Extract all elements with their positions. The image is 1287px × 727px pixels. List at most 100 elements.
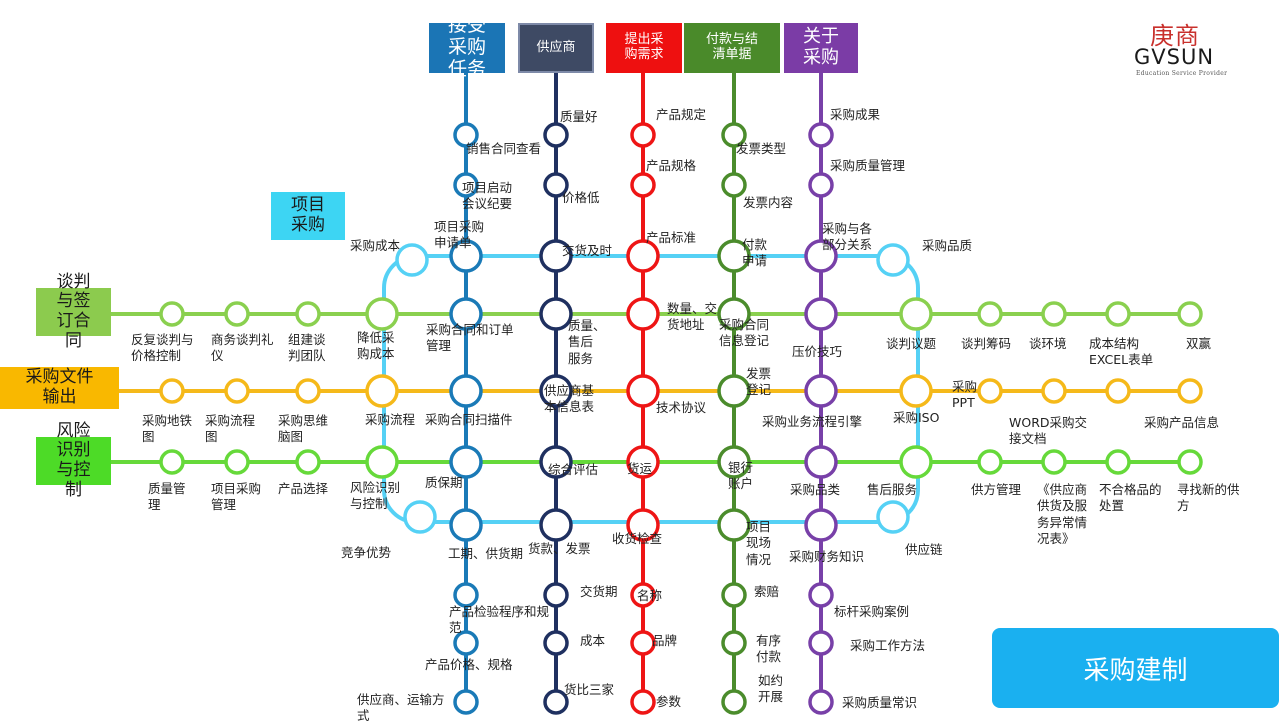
station-label[interactable]: 组建谈 判团队 <box>288 332 326 364</box>
station-node[interactable] <box>899 445 933 479</box>
station-node[interactable] <box>543 122 569 148</box>
station-node[interactable] <box>453 582 479 608</box>
station-node[interactable] <box>717 374 751 408</box>
station-label[interactable]: 产品选择 <box>278 481 329 496</box>
station-node[interactable] <box>1041 301 1067 327</box>
station-label[interactable]: 质保期 <box>425 475 463 490</box>
station-label[interactable]: 采购品类 <box>790 482 841 497</box>
station-label[interactable]: 采购合同 信息登记 <box>719 317 770 349</box>
side-box-project-purchasing[interactable]: 项目 采购 <box>271 192 345 240</box>
station-node[interactable] <box>721 582 747 608</box>
station-node[interactable] <box>804 445 838 479</box>
station-node[interactable] <box>539 374 573 408</box>
station-node[interactable] <box>453 122 479 148</box>
station-label[interactable]: 交货及时 <box>562 243 613 258</box>
station-label[interactable]: 采购与各 部分关系 <box>822 221 873 253</box>
station-label[interactable]: 采购成果 <box>830 107 881 122</box>
station-node[interactable] <box>1177 449 1203 475</box>
station-label[interactable]: 项目采购 管理 <box>211 481 262 513</box>
header-box-about-purchasing[interactable]: 关于 采购 <box>784 23 858 73</box>
station-label[interactable]: 《供应商 供货及服 务异常情 况表》 <box>1037 482 1088 546</box>
station-node[interactable] <box>1105 449 1131 475</box>
station-node[interactable] <box>449 508 483 542</box>
station-node[interactable] <box>365 297 399 331</box>
station-label[interactable]: 货运 <box>627 461 653 476</box>
station-label[interactable]: 发票类型 <box>736 141 787 156</box>
station-label[interactable]: 数量、交 货地址 <box>667 301 718 333</box>
side-box-risk-control[interactable]: 风险 识别 与控 制 <box>36 421 111 499</box>
station-node[interactable] <box>543 630 569 656</box>
station-node[interactable] <box>453 172 479 198</box>
station-label[interactable]: 质量管 理 <box>148 481 186 513</box>
station-label[interactable]: 双赢 <box>1186 336 1212 351</box>
station-label[interactable]: 采购流程 <box>365 412 416 427</box>
station-node[interactable] <box>899 297 933 331</box>
station-node[interactable] <box>717 445 751 479</box>
station-label[interactable]: 参数 <box>656 694 682 709</box>
station-node[interactable] <box>543 689 569 715</box>
station-label[interactable]: 采购地铁 图 <box>142 413 193 445</box>
station-label[interactable]: 银行 账户 <box>728 460 754 492</box>
station-label[interactable]: 名称 <box>637 588 663 603</box>
station-label[interactable]: 项目采购 申请单 <box>434 219 485 251</box>
station-label[interactable]: 谈判筹码 <box>961 336 1012 351</box>
station-label[interactable]: 采购 PPT <box>952 379 978 411</box>
station-label[interactable]: 产品规格 <box>646 158 697 173</box>
station-node[interactable] <box>977 301 1003 327</box>
station-node[interactable] <box>539 297 573 331</box>
station-node[interactable] <box>630 122 656 148</box>
station-node[interactable] <box>721 122 747 148</box>
station-label[interactable]: 销售合同查看 <box>466 141 542 156</box>
station-node[interactable] <box>453 689 479 715</box>
station-label[interactable]: 采购工作方法 <box>850 638 926 653</box>
side-box-purchase-docs[interactable]: 采购文件 输出 <box>0 367 119 409</box>
station-node[interactable] <box>721 172 747 198</box>
station-label[interactable]: 商务谈判礼 仪 <box>211 332 274 364</box>
station-label[interactable]: 采购流程 图 <box>205 413 256 445</box>
station-node[interactable] <box>539 445 573 479</box>
station-node[interactable] <box>630 630 656 656</box>
station-node[interactable] <box>159 301 185 327</box>
station-label[interactable]: 采购质量管理 <box>830 158 906 173</box>
station-node[interactable] <box>295 378 321 404</box>
station-label[interactable]: 售后服务 <box>867 482 918 497</box>
station-label[interactable]: 项目 现场 情况 <box>746 519 772 567</box>
station-label[interactable]: 项目启动 会议纪要 <box>462 180 513 212</box>
station-node[interactable] <box>626 297 660 331</box>
station-label[interactable]: 采购合同和订单 管理 <box>426 322 514 354</box>
station-label[interactable]: 索赔 <box>754 584 780 599</box>
header-box-supplier[interactable]: 供应商 <box>518 23 594 73</box>
station-node[interactable] <box>1105 301 1131 327</box>
station-label[interactable]: 标杆采购案例 <box>834 604 910 619</box>
station-node[interactable] <box>295 449 321 475</box>
station-node[interactable] <box>539 239 573 273</box>
station-node[interactable] <box>224 301 250 327</box>
station-label[interactable]: 采购合同扫描件 <box>425 412 513 427</box>
station-node[interactable] <box>543 172 569 198</box>
station-node[interactable] <box>224 378 250 404</box>
station-node[interactable] <box>977 449 1003 475</box>
station-node[interactable] <box>626 508 660 542</box>
station-node[interactable] <box>630 689 656 715</box>
station-label[interactable]: WORD采购交 接文档 <box>1009 415 1088 447</box>
station-label[interactable]: 如约 开展 <box>758 673 784 705</box>
station-node[interactable] <box>1041 449 1067 475</box>
station-label[interactable]: 降低采 购成本 <box>357 330 395 362</box>
side-box-negotiation[interactable]: 谈判 与签 订合 同 <box>36 272 111 350</box>
station-label[interactable]: 货款、发票 <box>528 541 591 556</box>
station-label[interactable]: 发票内容 <box>743 195 794 210</box>
station-node[interactable] <box>808 630 834 656</box>
station-node[interactable] <box>1105 378 1131 404</box>
station-node[interactable] <box>395 243 429 277</box>
station-node[interactable] <box>808 172 834 198</box>
station-node[interactable] <box>804 374 838 408</box>
station-node[interactable] <box>876 500 910 534</box>
station-label[interactable]: 不合格品的 处置 <box>1099 482 1162 514</box>
station-label[interactable]: 采购财务知识 <box>789 549 865 564</box>
station-node[interactable] <box>977 378 1003 404</box>
station-label[interactable]: 采购成本 <box>350 238 401 253</box>
station-label[interactable]: 成本 <box>580 633 606 648</box>
station-label[interactable]: 压价技巧 <box>792 344 843 359</box>
station-label[interactable]: 质量好 <box>560 109 598 124</box>
station-node[interactable] <box>1041 378 1067 404</box>
